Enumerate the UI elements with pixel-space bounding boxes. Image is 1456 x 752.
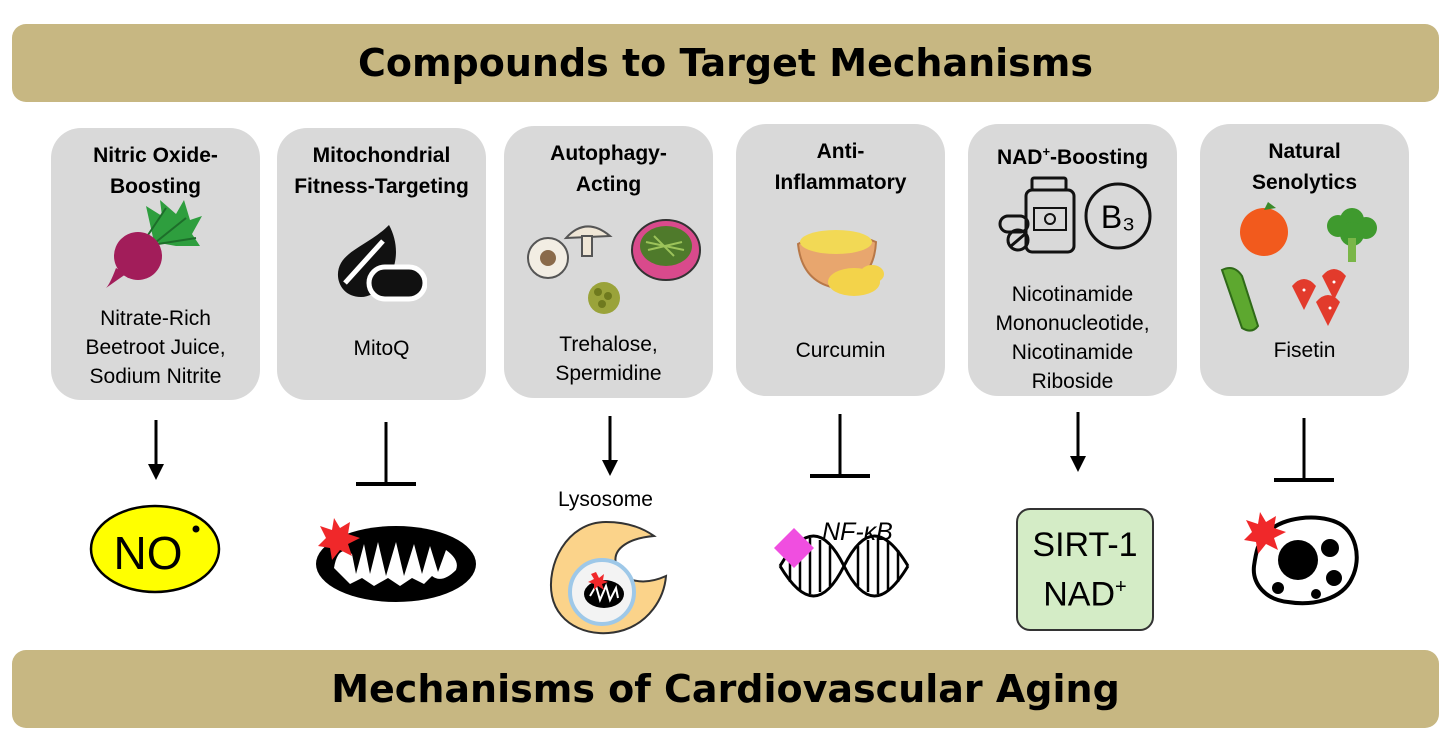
compound-line: Mononucleotide, bbox=[995, 312, 1150, 335]
top-banner: Compounds to Target Mechanisms bbox=[12, 24, 1439, 102]
arrow-activates-5 bbox=[1070, 412, 1086, 472]
title-line: Natural bbox=[1268, 140, 1341, 163]
card-mitochondrial: Mitochondrial Fitness-Targeting MitoQ bbox=[277, 128, 486, 400]
sirt1-label: SIRT-1 bbox=[1032, 525, 1138, 564]
compound-line: MitoQ bbox=[353, 337, 410, 360]
dna-helix-icon bbox=[774, 528, 910, 598]
title-line: Nitric Oxide- bbox=[93, 144, 218, 167]
title-line: Senolytics bbox=[1251, 171, 1358, 194]
inhibit-bar-2 bbox=[356, 422, 416, 486]
nitric-oxide-oval: NO bbox=[89, 504, 221, 594]
turmeric-bowl-icon bbox=[796, 230, 884, 296]
card-title: Autophagy- Acting bbox=[504, 138, 713, 200]
compound-line: Nicotinamide bbox=[1011, 341, 1134, 364]
sirt1-nad-box: SIRT-1 NAD+ bbox=[1016, 508, 1154, 631]
card-nitric-oxide: Nitric Oxide- Boosting Nitrate-Rich Beet… bbox=[51, 128, 260, 400]
title-line: Boosting bbox=[110, 175, 201, 198]
nfkb-label: NF-κB bbox=[822, 518, 893, 546]
title-part: NAD bbox=[996, 146, 1043, 169]
compound-line: Spermidine bbox=[555, 362, 662, 385]
mitochondrion-icon bbox=[316, 518, 476, 602]
nad-label: NAD+ bbox=[1043, 566, 1126, 615]
card-title: Anti- Inflammatory bbox=[736, 136, 945, 198]
title-line: Anti- bbox=[816, 140, 865, 163]
inhibit-bar-6 bbox=[1274, 418, 1334, 482]
nad-sup: + bbox=[1115, 575, 1127, 598]
bottom-banner: Mechanisms of Cardiovascular Aging bbox=[12, 650, 1439, 728]
card-compounds: MitoQ bbox=[277, 334, 486, 363]
compound-line: Riboside bbox=[1031, 370, 1114, 393]
title-line: Mitochondrial bbox=[312, 144, 451, 167]
card-title: Nitric Oxide- Boosting bbox=[51, 140, 260, 202]
compound-line: Nicotinamide bbox=[1011, 283, 1134, 306]
beetroot-icon bbox=[106, 200, 202, 288]
card-anti-inflammatory: Anti- Inflammatory Curcumin bbox=[736, 124, 945, 396]
card-autophagy: Autophagy- Acting Trehalose, Spermidine bbox=[504, 126, 713, 398]
compound-line: Sodium Nitrite bbox=[89, 365, 222, 388]
footer-title: Mechanisms of Cardiovascular Aging bbox=[331, 667, 1120, 711]
card-nad-boosting: NAD+-Boosting B₃ Nicotinamide Mononucleo… bbox=[968, 124, 1177, 396]
compound-line: Trehalose, bbox=[559, 333, 658, 356]
compound-line: Curcumin bbox=[795, 339, 886, 362]
title-sup: + bbox=[1042, 144, 1051, 159]
inhibit-bar-4 bbox=[810, 414, 870, 478]
compound-line: Beetroot Juice, bbox=[85, 336, 226, 359]
card-compounds: Fisetin bbox=[1200, 336, 1409, 365]
compound-line: Nitrate-Rich bbox=[100, 307, 211, 330]
compound-line: Fisetin bbox=[1273, 339, 1336, 362]
arrow-activates-1 bbox=[148, 420, 164, 480]
header-title: Compounds to Target Mechanisms bbox=[357, 41, 1094, 85]
title-line: Fitness-Targeting bbox=[294, 175, 469, 198]
card-title: Mitochondrial Fitness-Targeting bbox=[277, 140, 486, 202]
senescent-cell-icon bbox=[1244, 512, 1359, 606]
mushroom-bowl-icon bbox=[527, 219, 701, 314]
card-compounds: Trehalose, Spermidine bbox=[504, 330, 713, 388]
svg-text:B₃: B₃ bbox=[1101, 199, 1135, 235]
card-natural-senolytics: Natural Senolytics Fisetin bbox=[1200, 124, 1409, 396]
fruits-vegetables-icon bbox=[1220, 202, 1377, 332]
card-title: Natural Senolytics bbox=[1200, 136, 1409, 198]
arrow-activates-3 bbox=[602, 416, 618, 476]
title-line: Inflammatory bbox=[774, 171, 907, 194]
title-part: -Boosting bbox=[1050, 146, 1149, 169]
lysosome-icon bbox=[550, 520, 668, 635]
card-compounds: Curcumin bbox=[736, 336, 945, 365]
card-compounds: Nitrate-Rich Beetroot Juice, Sodium Nitr… bbox=[51, 304, 260, 391]
vitamin-b3-bottle-icon: B₃ bbox=[998, 176, 1152, 254]
title-line: Acting bbox=[575, 173, 642, 196]
nad-text: NAD bbox=[1043, 575, 1116, 614]
leaf-pill-icon bbox=[337, 225, 427, 302]
card-compounds: Nicotinamide Mononucleotide, Nicotinamid… bbox=[968, 280, 1177, 396]
lysosome-label: Lysosome bbox=[558, 488, 653, 511]
card-title: NAD+-Boosting bbox=[968, 136, 1177, 173]
title-line: Autophagy- bbox=[550, 142, 667, 165]
no-label: NO bbox=[114, 527, 183, 579]
